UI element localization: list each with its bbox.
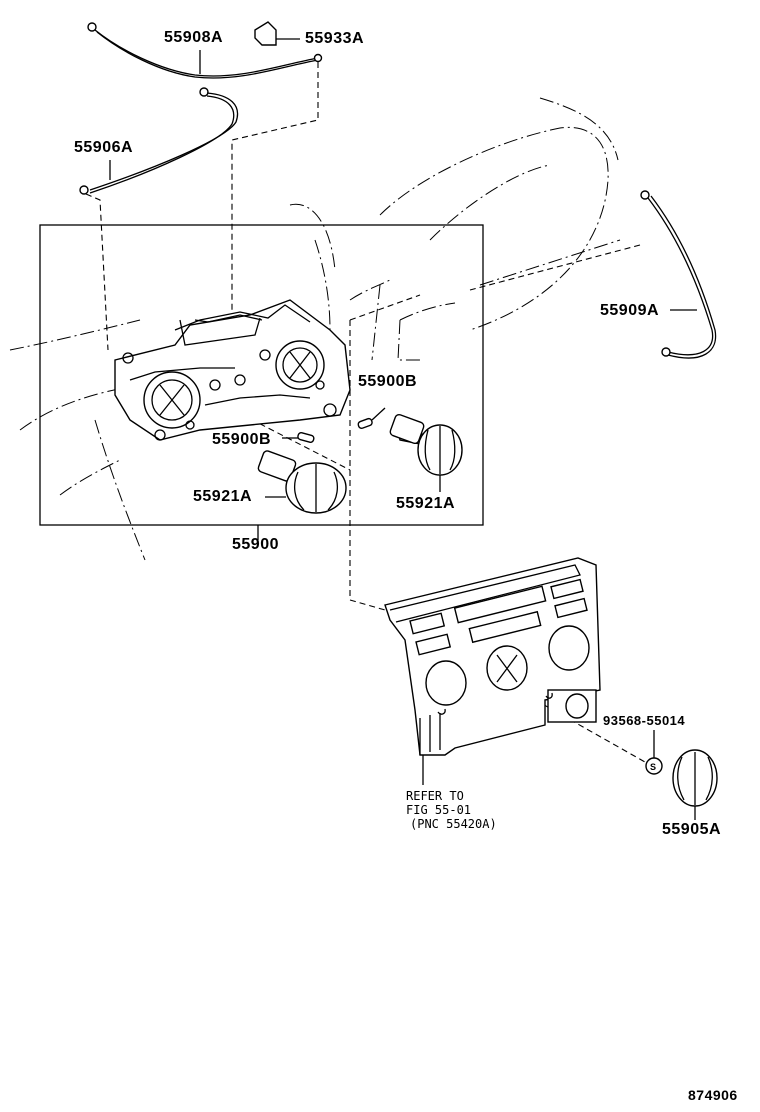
clamp-55933A [254,21,300,46]
cable-55906A [79,87,239,195]
knob-55921A-left [257,450,347,514]
svg-text:S: S [650,762,656,772]
pin-55900B-b [357,417,373,430]
label-55900B-lower: 55900B [212,431,272,448]
refer-line-2: FIG 55-01 [406,803,472,817]
label-55905A: 55905A [662,821,722,838]
control-panel-bezel [384,557,601,756]
label-55909A: 55909A [600,302,660,319]
knob-55921A-right [389,413,463,492]
label-93568-55014: 93568-55014 [603,713,686,728]
label-55921A-right: 55921A [396,495,456,512]
refer-line-1: REFER TO [406,789,464,803]
refer-line-3: (PNC 55420A) [410,817,497,831]
cable-55909A [640,190,717,359]
dashboard-outline [9,97,621,561]
cable-55908A [87,22,323,79]
pin-55900B-a [297,432,315,443]
label-55908A: 55908A [164,29,224,46]
label-55900: 55900 [232,536,279,553]
knob-55905A [672,749,718,820]
figure-id: 874906 [688,1087,738,1103]
label-55921A-left: 55921A [193,488,253,505]
label-55906A: 55906A [74,139,134,156]
washer-93568-55014: S [645,730,663,775]
assembly-box [39,224,484,526]
label-55933A: 55933A [305,30,365,47]
heater-control-assembly [114,299,351,441]
label-55900B-upper: 55900B [358,373,418,390]
